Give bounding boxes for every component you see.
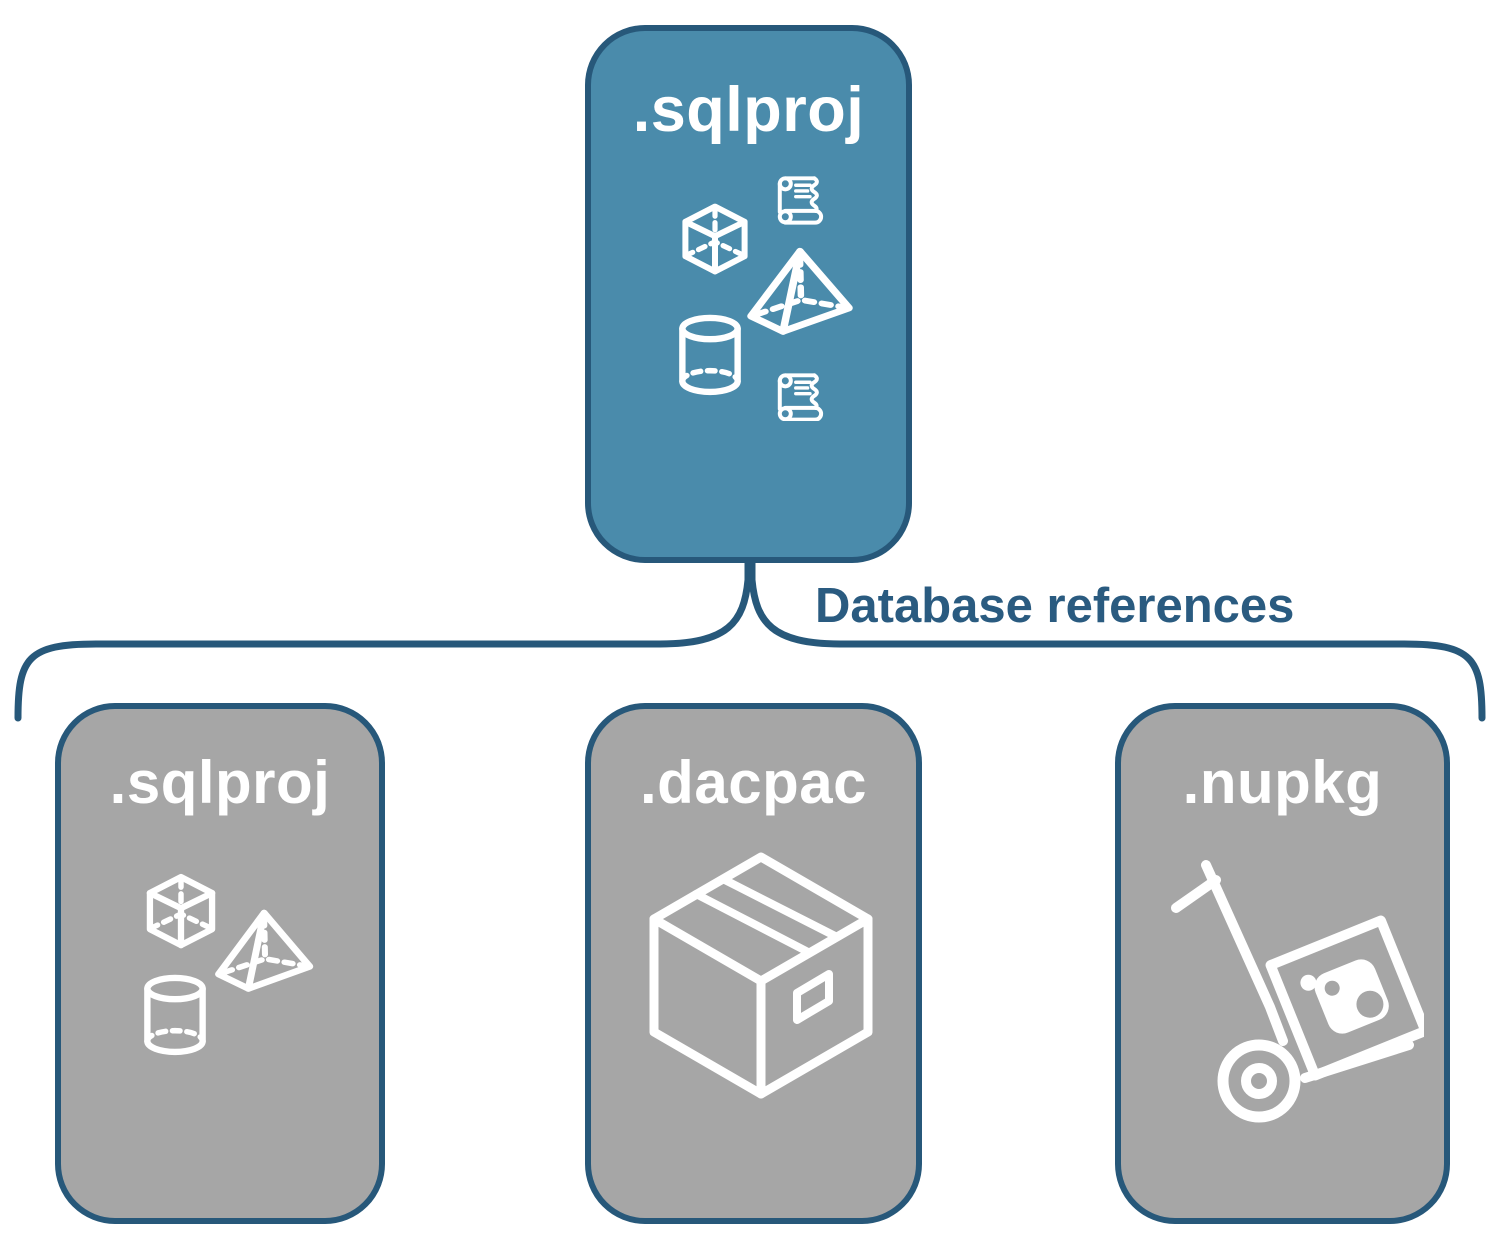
cylinder-icon	[147, 978, 202, 1052]
scroll-icon	[777, 176, 824, 225]
package-box-icon	[639, 841, 884, 1116]
cube-icon	[685, 207, 744, 272]
pyramid-icon	[751, 251, 849, 331]
scroll-icon	[777, 373, 824, 421]
node-label: .sqlproj	[632, 75, 865, 145]
pyramid-icon	[219, 913, 310, 989]
node-child-sqlproj: .sqlproj	[55, 703, 385, 1224]
hand-truck-package-icon	[1169, 857, 1424, 1127]
node-label: .dacpac	[640, 749, 867, 816]
cylinder-icon	[682, 318, 737, 392]
node-label: .nupkg	[1182, 749, 1383, 816]
sql-objects-cluster	[675, 176, 855, 421]
node-child-nupkg: .nupkg	[1115, 703, 1450, 1224]
node-child-dacpac: .dacpac	[585, 703, 922, 1224]
connector-label: Database references	[815, 579, 1295, 633]
cube-icon	[150, 877, 212, 945]
node-label: .sqlproj	[109, 749, 331, 816]
node-root-sqlproj: .sqlproj	[585, 25, 912, 563]
sql-objects-cluster	[139, 867, 314, 1063]
